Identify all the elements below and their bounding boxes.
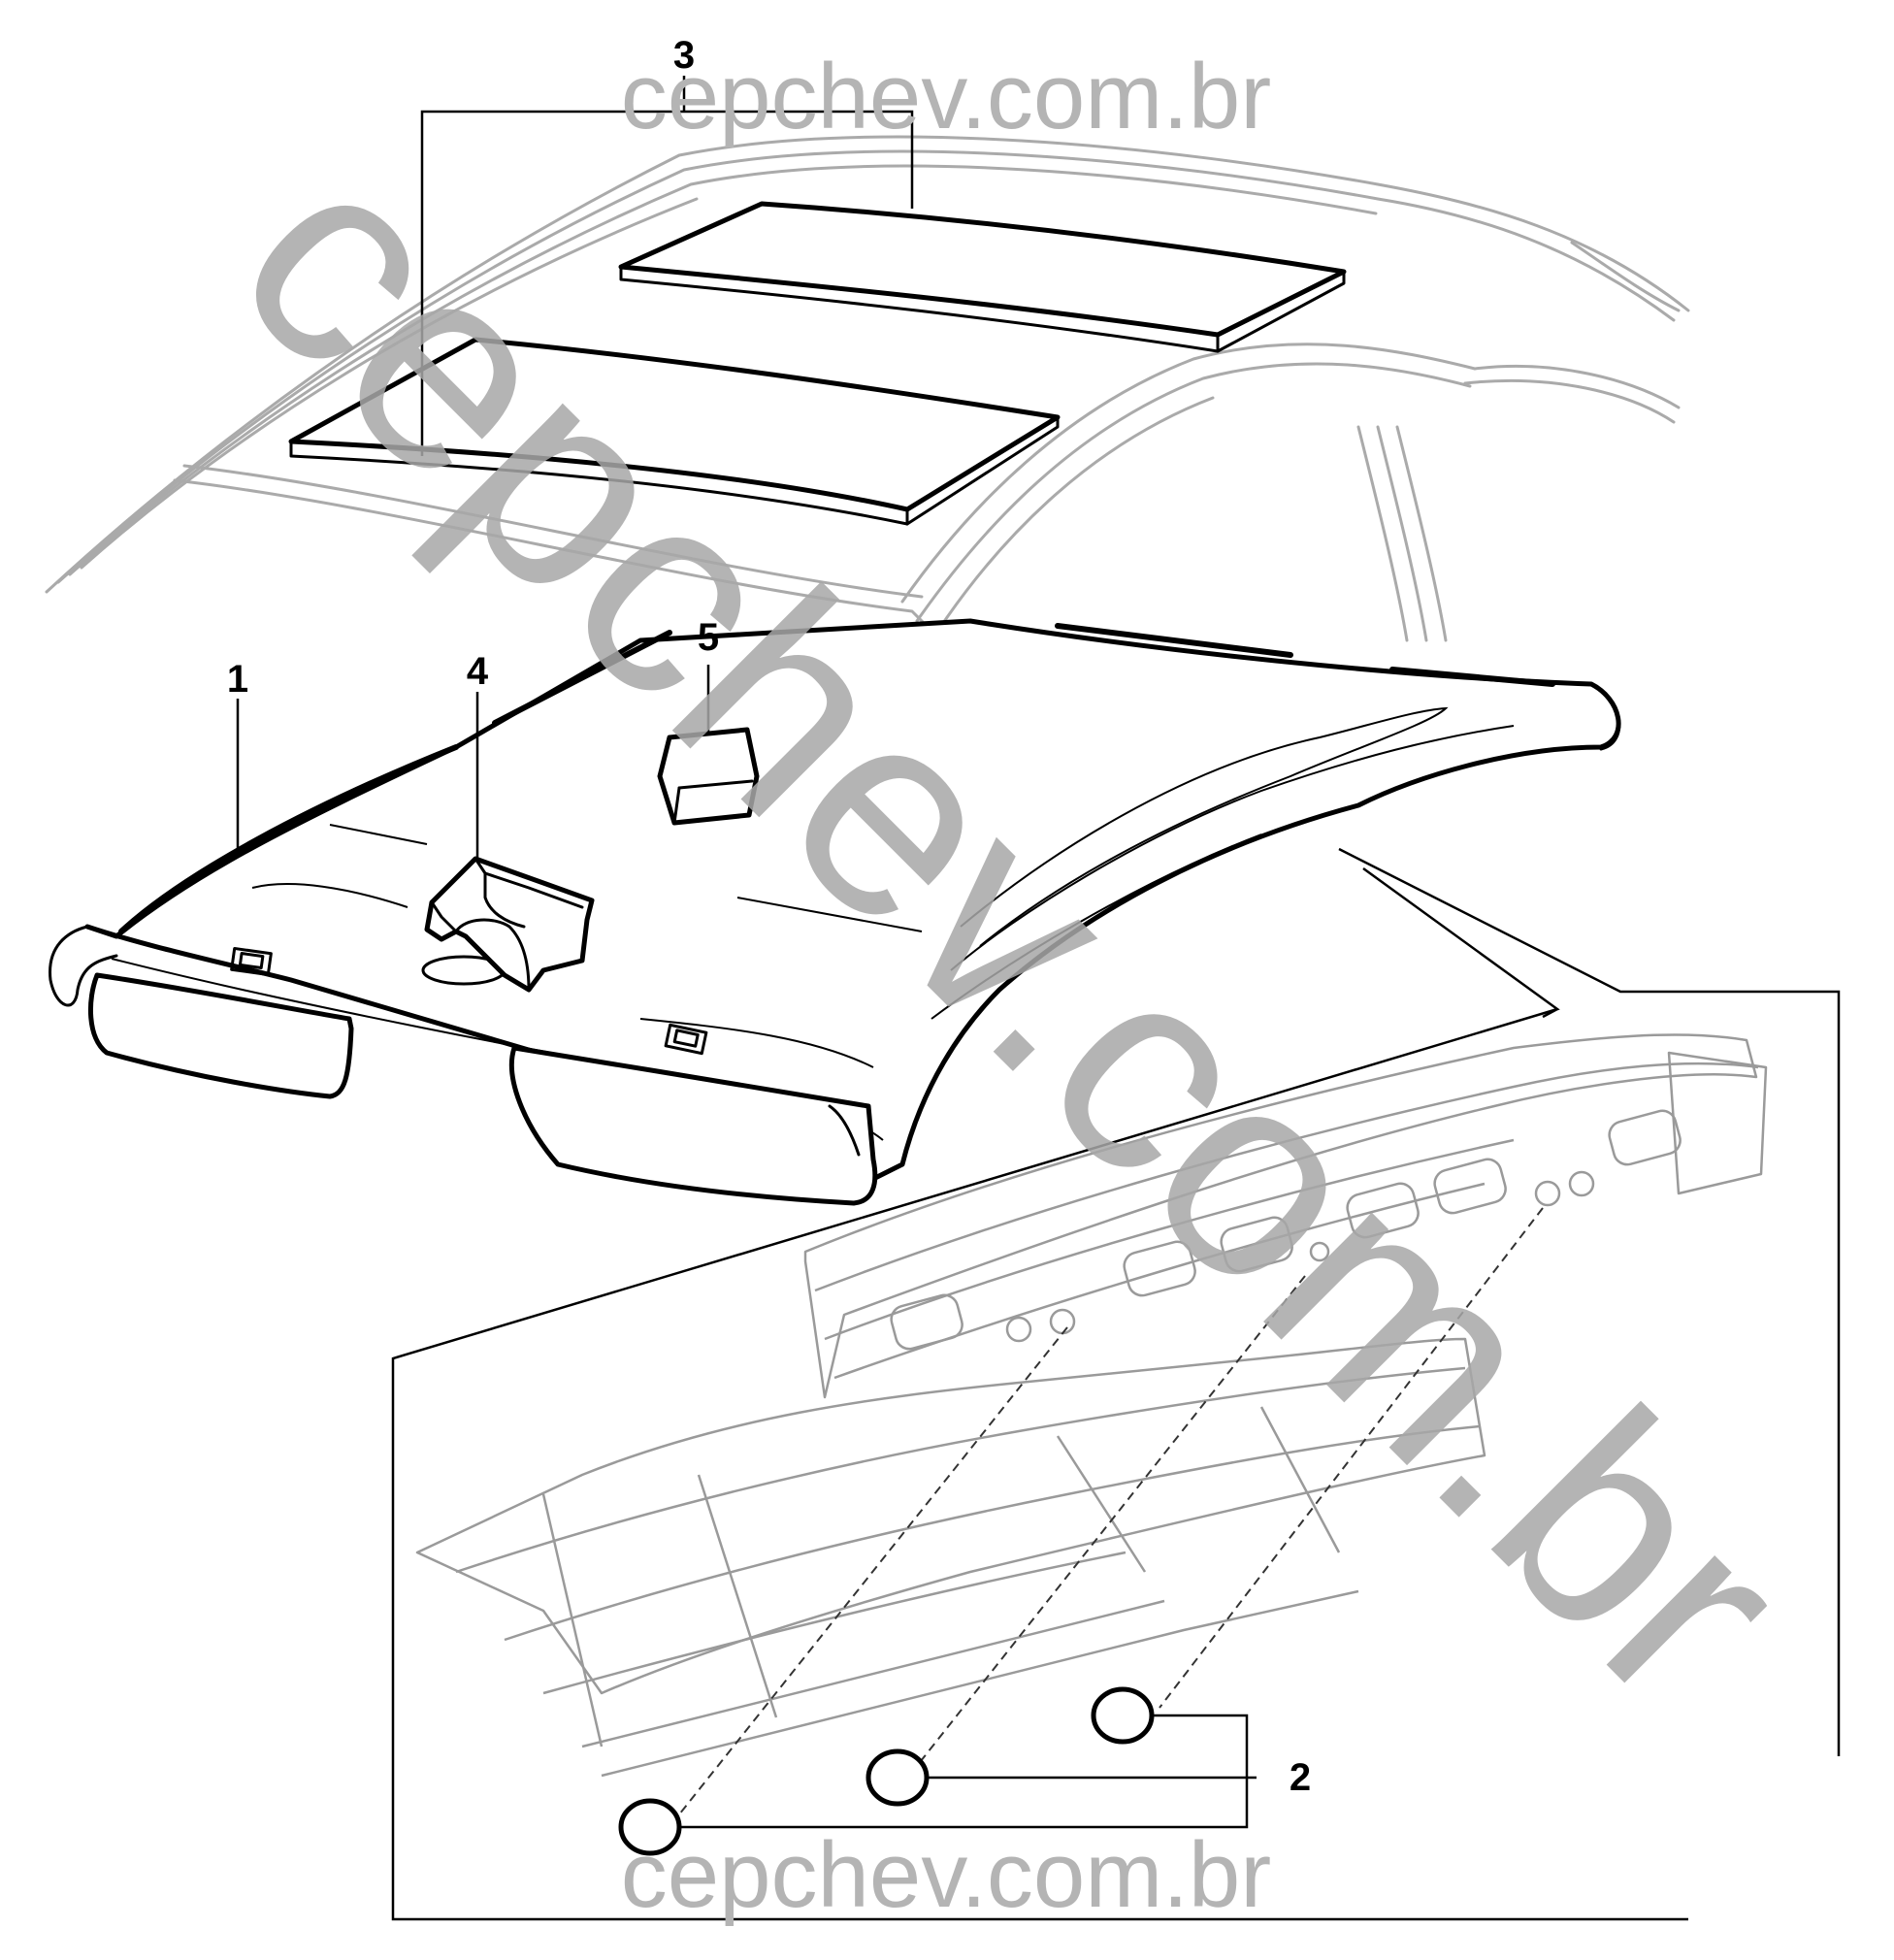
insulation-pad-rear (618, 201, 1347, 353)
callout-2: 2 (1290, 1756, 1311, 1799)
clip-ring-2 (865, 1748, 930, 1807)
callout-1: 1 (227, 658, 248, 701)
headliner-edge-strokes (118, 623, 1555, 934)
sun-visor-right (508, 1045, 878, 1206)
callout-5: 5 (698, 616, 719, 659)
car-body-outline (45, 135, 1690, 943)
watermark-bottom: cepchev.com.br (621, 1823, 1272, 1927)
detail-inset (391, 847, 1841, 1921)
foam-block (657, 727, 760, 826)
callout-4: 4 (467, 650, 489, 693)
watermark-top: cepchev.com.br (621, 45, 1272, 148)
sun-visor-left (87, 972, 354, 1099)
clip-ring-3 (1091, 1686, 1155, 1745)
insulation-pad-front (288, 337, 1061, 526)
callout-3: 3 (673, 34, 695, 77)
headliner-panel (49, 618, 1621, 1182)
dome-light-bracket (424, 856, 595, 993)
callout-leaders (236, 76, 1257, 1829)
